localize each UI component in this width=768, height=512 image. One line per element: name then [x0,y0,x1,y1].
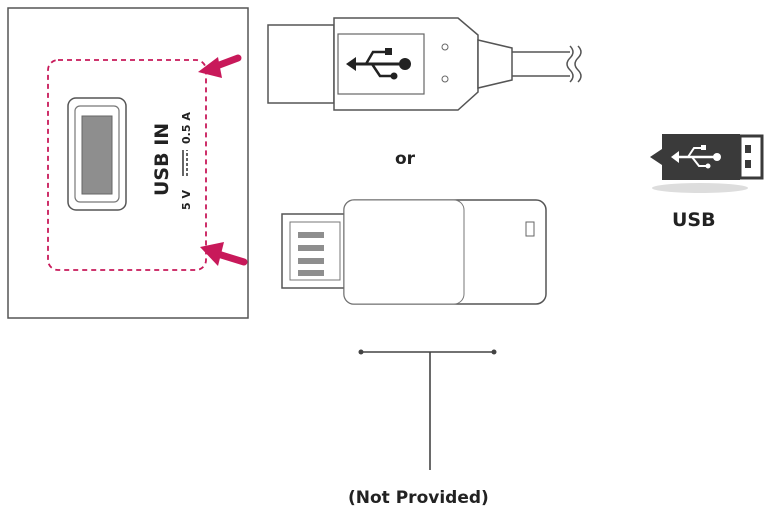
arrow-bottom-icon [200,242,248,266]
usb-icon-label: USB [672,209,716,231]
dc-symbol-icon [182,150,188,176]
tv-port-panel: USB IN 5 V 0.5 A [7,7,249,319]
usb-flash-drive [281,199,547,305]
port-highlight-box [47,59,207,271]
usb-cable-plug [267,17,582,111]
port-rating-current: 0.5 A [180,112,193,144]
connector-separator: or [395,149,416,169]
port-label: USB IN [151,123,173,196]
arrow-top-icon [198,54,242,78]
usb-device-icon [650,134,764,193]
bracket-caption: (Not Provided) [348,488,489,508]
not-provided-bracket [358,349,497,470]
usb-trident-icon [346,48,411,80]
usb-in-port [67,97,127,211]
port-rating-voltage: 5 V [180,190,193,210]
